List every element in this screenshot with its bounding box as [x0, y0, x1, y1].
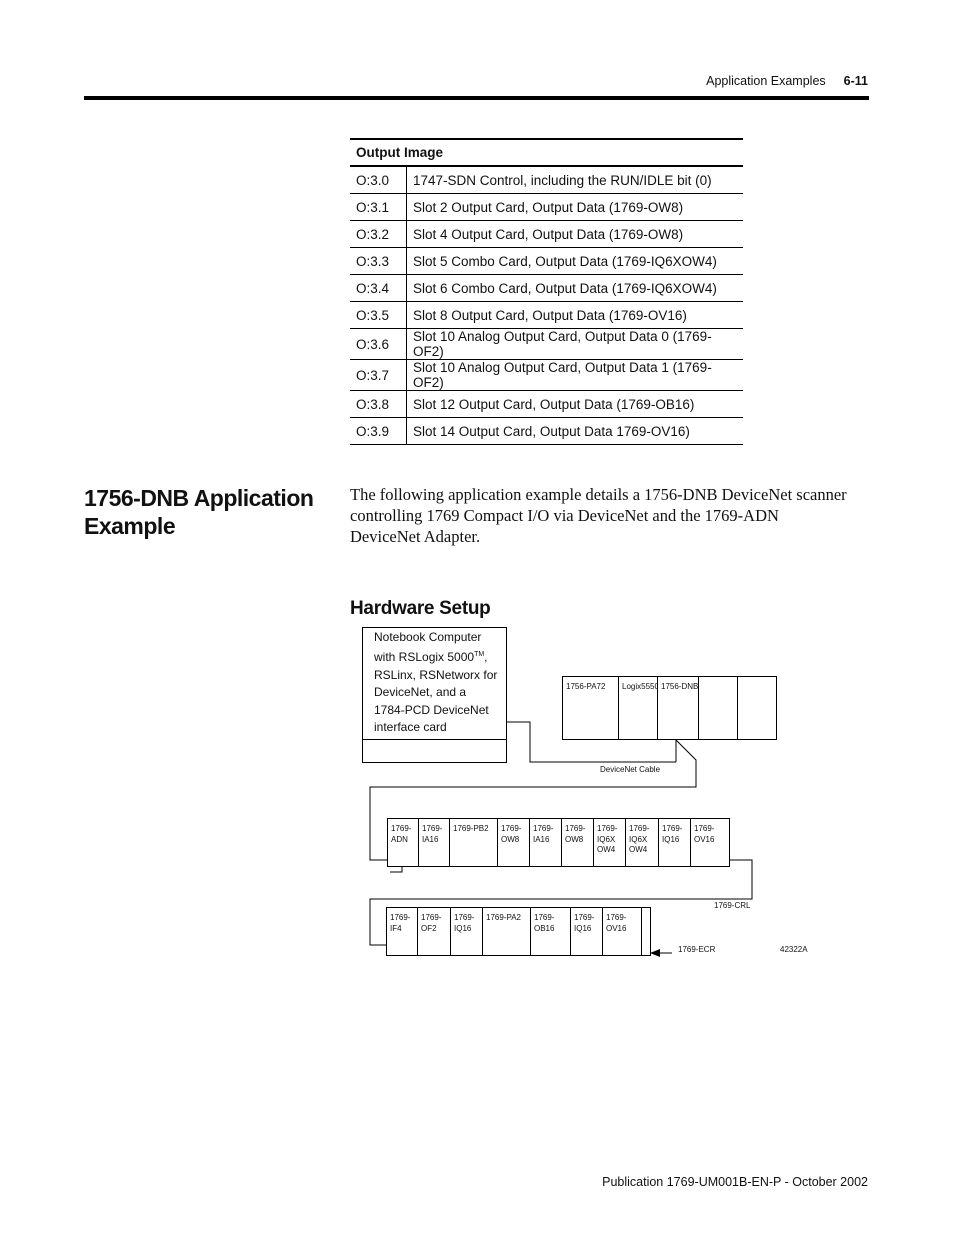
bank1-module: [418, 818, 450, 867]
bank1-module-label: 1769- ADN: [391, 824, 412, 844]
bank2-module-label: 1769- IF4: [390, 913, 411, 933]
section-title: 1756-DNB Application Example: [84, 485, 314, 539]
figure-id: 42322A: [780, 945, 808, 954]
description-cell: Slot 8 Output Card, Output Data (1769-OV…: [406, 301, 743, 329]
interface-card-box: [362, 739, 507, 763]
address-cell: O:3.9: [350, 417, 407, 445]
bank2-module-label: 1769- OV16: [606, 913, 627, 933]
bank2-module-label: 1769- IQ16: [574, 913, 595, 933]
bank1-module-label: 1769-PB2: [453, 824, 489, 833]
devicenet-cable-label: DeviceNet Cable: [600, 765, 661, 774]
address-cell: O:3.5: [350, 301, 407, 329]
description-cell: Slot 10 Analog Output Card, Output Data …: [406, 328, 743, 360]
chassis-module-label: 1756-DNB: [661, 682, 699, 691]
bank2-module: [570, 907, 603, 956]
description-cell: Slot 4 Output Card, Output Data (1769-OW…: [406, 220, 743, 248]
notebook-computer-box: [362, 627, 507, 740]
description-cell: 1747-SDN Control, including the RUN/IDLE…: [406, 166, 743, 194]
footer: Publication 1769-UM001B-EN-P - October 2…: [602, 1175, 868, 1189]
description-cell: Slot 2 Output Card, Output Data (1769-OW…: [406, 193, 743, 221]
description-cell: Slot 6 Combo Card, Output Data (1769-IQ6…: [406, 274, 743, 302]
address-cell: O:3.3: [350, 247, 407, 275]
chassis-module: [737, 676, 777, 740]
chassis-module-label: Logix5550: [622, 682, 659, 691]
address-cell: O:3.7: [350, 359, 407, 391]
chassis-module: [618, 676, 658, 740]
bank1-module-label: 1769- OW8: [565, 824, 586, 844]
bank2-module: [482, 907, 531, 956]
bank2-module: [417, 907, 451, 956]
bank2-module: [386, 907, 418, 956]
end-cap: [641, 907, 651, 956]
running-header: Application Examples 6-11: [706, 74, 868, 88]
bank1-module: [529, 818, 562, 867]
bank1-module-label: 1769- IQ6X OW4: [597, 824, 618, 854]
bank1-module-label: 1769- IA16: [422, 824, 443, 844]
bank2-module-label: 1769- OB16: [534, 913, 555, 933]
table-header: Output Image: [350, 139, 743, 167]
intro-paragraph: The following application example detail…: [350, 485, 847, 546]
chassis-module: [698, 676, 738, 740]
bank2-module: [602, 907, 642, 956]
bank1-module-label: 1769- IQ16: [662, 824, 683, 844]
description-cell: Slot 14 Output Card, Output Data 1769-OV…: [406, 417, 743, 445]
description-cell: Slot 5 Combo Card, Output Data (1769-IQ6…: [406, 247, 743, 275]
description-cell: Slot 12 Output Card, Output Data (1769-O…: [406, 390, 743, 418]
address-cell: O:3.8: [350, 390, 407, 418]
bank1-module: [497, 818, 530, 867]
bank2-module-label: 1769-PA2: [486, 913, 521, 922]
header-section: Application Examples: [706, 74, 826, 88]
hardware-setup-heading: Hardware Setup: [350, 598, 491, 619]
address-cell: O:3.6: [350, 328, 407, 360]
description-cell: Slot 10 Analog Output Card, Output Data …: [406, 359, 743, 391]
bank2-module-label: 1769- IQ16: [454, 913, 475, 933]
bank1-module: [690, 818, 730, 867]
chassis-module: [657, 676, 699, 740]
crl-label: 1769-CRL: [714, 901, 751, 910]
header-rule: [84, 96, 869, 100]
chassis-module-label: 1756-PA72: [566, 682, 606, 691]
address-cell: O:3.4: [350, 274, 407, 302]
notebook-description: Notebook Computer with RSLogix 5000TM, R…: [374, 630, 498, 735]
bank2-module: [530, 907, 571, 956]
address-cell: O:3.1: [350, 193, 407, 221]
ecr-label: 1769-ECR: [678, 945, 716, 954]
bank1-module-label: 1769- OW8: [501, 824, 522, 844]
bank1-module-label: 1769- IQ6X OW4: [629, 824, 650, 854]
page-number: 6-11: [843, 74, 868, 88]
address-cell: O:3.0: [350, 166, 407, 194]
bank1-module-label: 1769- IA16: [533, 824, 554, 844]
bank2-module-label: 1769- OF2: [421, 913, 442, 933]
chassis-module: [562, 676, 619, 740]
bank1-module-label: 1769- OV16: [694, 824, 715, 844]
address-cell: O:3.2: [350, 220, 407, 248]
bank1-module: [593, 818, 626, 867]
